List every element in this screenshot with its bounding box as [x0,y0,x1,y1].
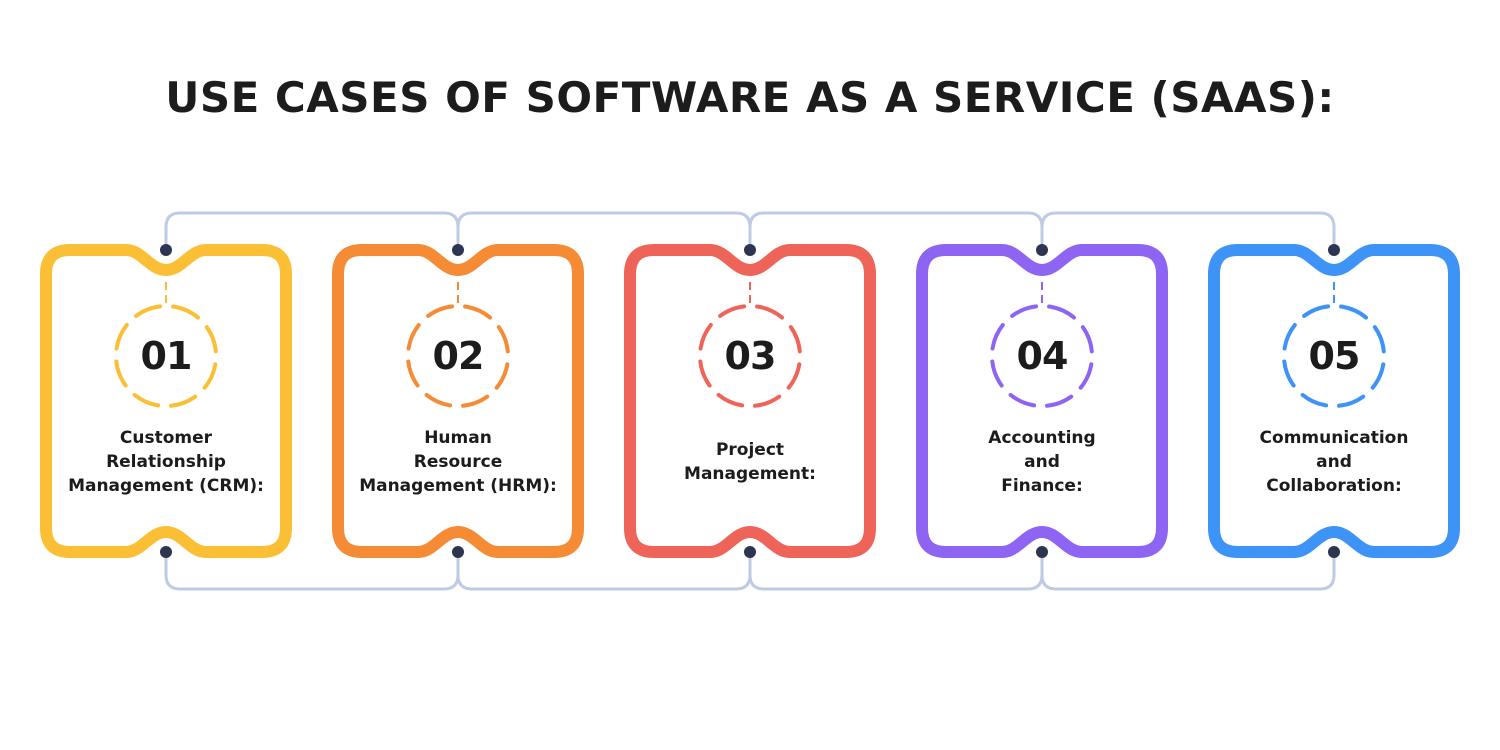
card-border [332,244,584,558]
card-label-line: Management (CRM): [68,476,264,496]
card-border [916,244,1168,558]
top-connector-dot-icon [744,244,756,256]
card-label-line: Customer [119,428,213,448]
card-label-line: Management (HRM): [359,476,557,496]
card-label-line: Project [715,440,785,460]
bottom-connector-dot-icon [452,546,464,558]
bottom-connector-dot-icon [160,546,172,558]
dashed-circle-icon [698,304,802,408]
top-connector-line [1040,211,1336,250]
card-label-line: Communication [1259,428,1409,448]
use-case-card [916,244,1168,558]
card-label-line: Finance: [1001,476,1083,496]
dashed-circle-icon [114,304,218,408]
card-number: 05 [1308,334,1361,378]
top-connector-dot-icon [1036,244,1048,256]
bottom-connector-line [1040,552,1336,591]
page-title: USE CASES OF SOFTWARE AS A SERVICE (SAAS… [165,73,1335,122]
card-label-line: Human [424,428,492,448]
card-label-line: Collaboration: [1266,476,1402,496]
top-connector-dot-icon [1328,244,1340,256]
card-label-line: Resource [413,452,503,472]
card-number: 04 [1016,334,1069,378]
use-case-card [624,244,876,558]
card-label-line: Accounting [988,428,1096,448]
use-case-card [40,244,292,558]
bottom-connector-dot-icon [744,546,756,558]
card-label-line: Relationship [106,452,226,472]
top-connector-dot-icon [160,244,172,256]
dashed-circle-icon [1282,304,1386,408]
card-label-line: and [1316,452,1352,472]
connector-lines [164,211,1336,591]
card-border [624,244,876,558]
card-label-line: Management: [684,464,816,484]
use-case-card [332,244,584,558]
dashed-circle-icon [990,304,1094,409]
top-connector-dot-icon [452,244,464,256]
card-label-line: and [1024,452,1060,472]
bottom-connector-dot-icon [1328,546,1340,558]
dashed-circle-icon [406,304,510,408]
card-border [40,244,292,558]
card-number: 03 [724,334,777,378]
bottom-connector-dot-icon [1036,546,1048,558]
card-number: 01 [140,334,193,378]
card-border [1208,244,1460,558]
use-case-card [1208,244,1460,558]
card-number: 02 [432,334,485,378]
